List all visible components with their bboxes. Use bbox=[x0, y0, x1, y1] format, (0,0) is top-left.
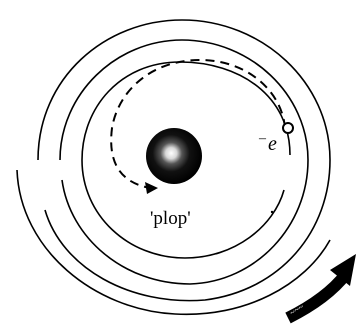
nucleus bbox=[146, 128, 202, 184]
electron-charge: – bbox=[258, 131, 267, 146]
spiral-arrowhead bbox=[145, 182, 158, 194]
electron bbox=[283, 123, 293, 133]
electron-label: e bbox=[268, 133, 277, 155]
nucleus-label: 'plop' bbox=[150, 208, 191, 229]
speck bbox=[271, 211, 273, 213]
